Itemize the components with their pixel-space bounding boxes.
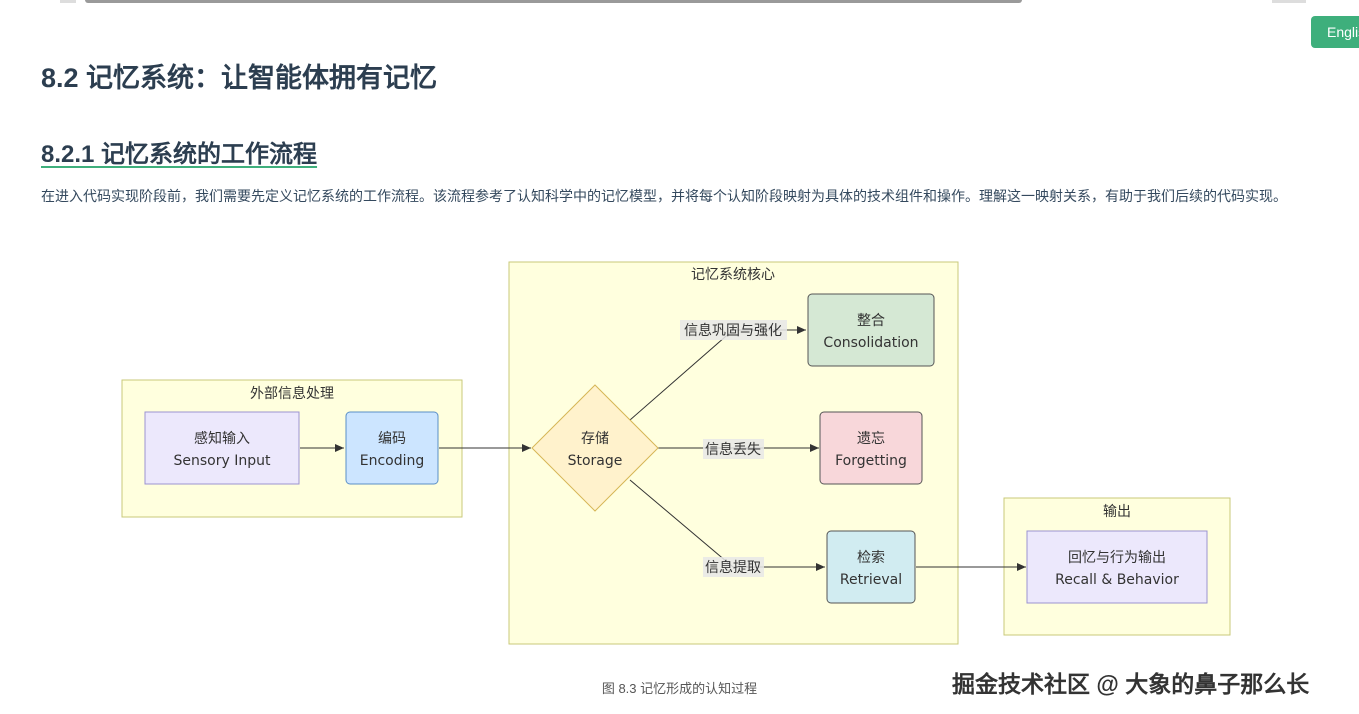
language-switch-button[interactable]: English: [1311, 16, 1359, 48]
node-consolidation: 整合 Consolidation: [807, 293, 935, 367]
svg-text:Encoding: Encoding: [360, 453, 425, 469]
node-encoding: 编码 Encoding: [345, 411, 439, 485]
scroll-indicator-left: [60, 0, 76, 3]
edge-label-consolidate: 信息巩固与强化: [684, 322, 782, 339]
svg-text:整合: 整合: [857, 313, 885, 329]
svg-text:检索: 检索: [857, 549, 885, 566]
svg-text:存储: 存储: [581, 431, 609, 447]
group-core-label: 记忆系统核心: [691, 267, 775, 283]
svg-text:Retrieval: Retrieval: [840, 572, 902, 588]
svg-text:遗忘: 遗忘: [857, 431, 885, 447]
svg-text:编码: 编码: [378, 431, 406, 447]
svg-text:Sensory Input: Sensory Input: [174, 453, 271, 469]
group-output-label: 输出: [1103, 504, 1131, 520]
node-forgetting: 遗忘 Forgetting: [819, 411, 923, 485]
edge-label-extract: 信息提取: [705, 559, 761, 576]
horizontal-scrollbar[interactable]: [85, 0, 1022, 3]
edge-storage-forgetting: 信息丢失: [658, 439, 819, 459]
intro-paragraph: 在进入代码实现阶段前，我们需要先定义记忆系统的工作流程。该流程参考了认知科学中的…: [41, 188, 1287, 204]
edge-storage-consolidation: 信息巩固与强化: [629, 320, 806, 421]
node-retrieval: 检索 Retrieval: [826, 530, 916, 604]
node-recall-behavior: 回忆与行为输出 Recall & Behavior: [1026, 530, 1208, 604]
svg-text:Forgetting: Forgetting: [835, 453, 907, 469]
svg-text:回忆与行为输出: 回忆与行为输出: [1068, 550, 1166, 566]
svg-text:感知输入: 感知输入: [194, 430, 250, 447]
node-sensory-input: 感知输入 Sensory Input: [144, 411, 300, 485]
page-title: 8.2 记忆系统：让智能体拥有记忆: [41, 63, 438, 93]
svg-text:Storage: Storage: [568, 453, 623, 469]
svg-text:Consolidation: Consolidation: [823, 335, 918, 351]
edge-label-lose: 信息丢失: [705, 441, 761, 458]
group-external-label: 外部信息处理: [250, 385, 334, 402]
svg-text:Recall & Behavior: Recall & Behavior: [1055, 572, 1179, 588]
scroll-indicator-right: [1272, 0, 1306, 3]
edge-storage-retrieval: 信息提取: [629, 479, 825, 577]
figure-caption: 图 8.3 记忆形成的认知过程: [601, 681, 758, 696]
node-storage: 存储 Storage: [531, 384, 659, 512]
section-heading[interactable]: 8.2.1 记忆系统的工作流程: [41, 141, 318, 168]
watermark: 掘金技术社区 @ 大象的鼻子那么长: [952, 671, 1310, 697]
